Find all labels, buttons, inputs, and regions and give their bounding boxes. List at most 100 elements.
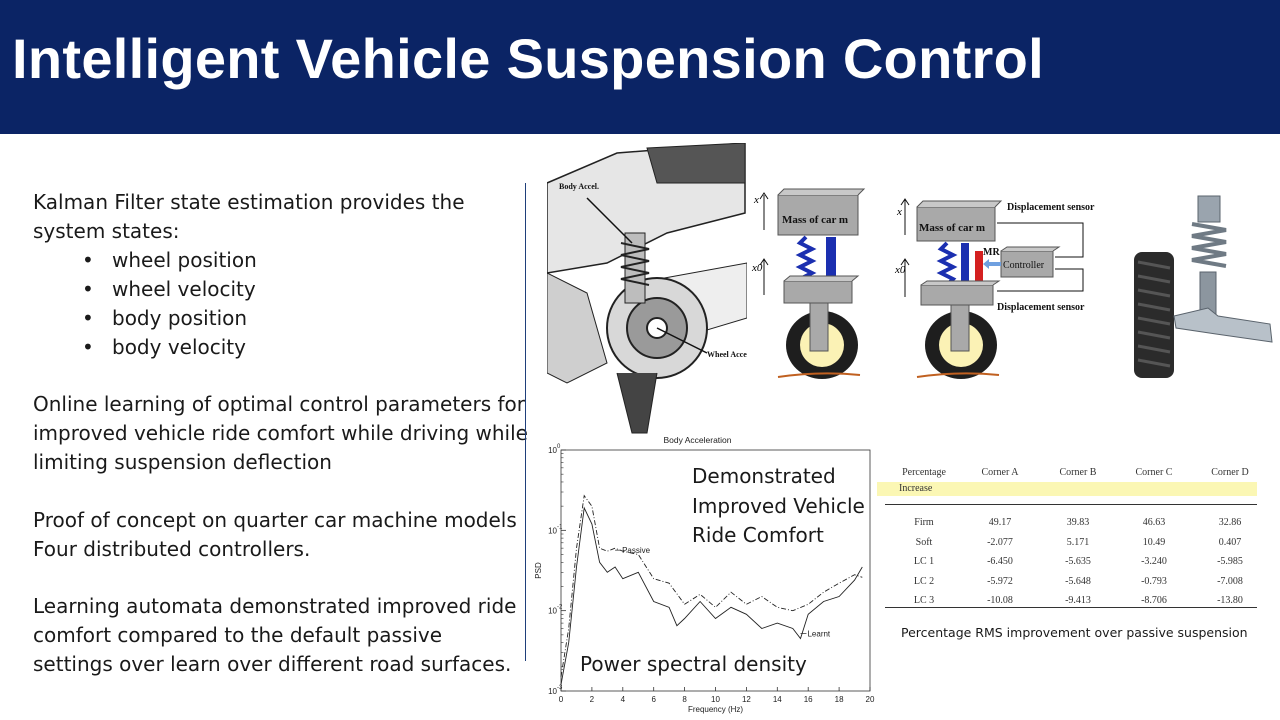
table-row: LC 3 -10.08 -9.413 -8.706 -13.80 [885, 592, 1257, 611]
x0-label: x0 [751, 262, 763, 274]
bullet-dot-icon: • [82, 335, 94, 359]
x0-label: x0 [894, 264, 906, 276]
bullet-label: wheel position [112, 248, 257, 272]
value-cell: 39.83 [1066, 517, 1090, 528]
bullet-item: • wheel position [82, 246, 257, 275]
table-row: Soft -2.077 5.171 10.49 0.407 [885, 534, 1257, 553]
x-tick-label: 20 [866, 695, 875, 704]
state-bullet-list: • wheel position •wheel velocity • body po… [82, 246, 257, 362]
value-cell: -5.972 [987, 575, 1013, 587]
x-tick-label: 16 [804, 695, 813, 704]
table-row: LC 1-6.450-5.635-3.240-5.985 [885, 553, 1257, 572]
value-cell: -5.985 [1217, 556, 1243, 567]
header-cell: Corner B [1059, 467, 1097, 478]
x-tick-label: 6 [651, 695, 656, 704]
value-cell: -6.450 [987, 556, 1013, 567]
row-label-cell: LC 3 [913, 595, 935, 606]
value-cell: 46.63 [1142, 517, 1166, 528]
annotation-line: Demonstrated [692, 464, 836, 488]
value-cell: 49.17 [988, 517, 1012, 528]
x-label: x [753, 194, 759, 206]
y-tick-label: 10 [548, 607, 557, 616]
series-label-learnt: Learnt [807, 630, 830, 639]
body-accel-label: Body Accel. [559, 182, 599, 191]
online-learning-paragraph: Online learning of optimal control param… [33, 392, 528, 474]
value-cell: -8.706 [1141, 595, 1167, 606]
value-cell: -5.648 [1065, 575, 1091, 587]
bullet-label: body position [112, 306, 248, 330]
header-cell: Corner C [1135, 467, 1173, 478]
x-tick-label: 14 [773, 695, 782, 704]
quarter-car-passive-diagram: x x0 Mass of car m [751, 188, 866, 379]
value-cell: -7.008 [1217, 575, 1243, 587]
mass-label: Mass of car m [782, 214, 848, 226]
value-cell: -9.413 [1065, 595, 1091, 606]
y-tick-label: 10 [548, 526, 557, 535]
x-tick-label: 8 [682, 695, 687, 704]
row-label-cell: LC 2 [913, 575, 935, 587]
value-cell: 32.86 [1218, 517, 1242, 528]
bullet-item: • body velocity [82, 333, 257, 362]
value-cell: -10.08 [987, 595, 1013, 606]
annotation-line: Ride Comfort [692, 523, 824, 547]
series-label-passive: Passive [622, 546, 651, 555]
wheel-accel-label: Wheel Accel. [707, 350, 747, 359]
plot-area [560, 449, 871, 692]
bullet-item: • body position [82, 304, 257, 333]
car-cutaway-illustration: Body Accel. Wheel Accel. [547, 143, 747, 435]
y-tick-exponent: -2 [557, 605, 563, 611]
slide-title: Intelligent Vehicle Suspension Control [12, 27, 1044, 90]
column-divider [525, 183, 526, 661]
table-header-row: Percentage Corner A Corner B Corner C Co… [885, 464, 1257, 483]
learning-automata-paragraph: Learning automata demonstrated improved … [33, 594, 517, 676]
series-line-learnt [560, 506, 863, 685]
value-cell: -2.077 [987, 536, 1013, 548]
y-tick-exponent: -1 [557, 524, 563, 530]
bullet-item: •wheel velocity [82, 275, 257, 304]
value-cell: 10.49 [1142, 536, 1166, 548]
x-tick-label: 12 [742, 695, 751, 704]
value-cell: 0.407 [1218, 536, 1242, 548]
table-rule [885, 504, 1257, 505]
value-cell: -13.80 [1217, 595, 1243, 606]
chart-annotation: Demonstrated Improved Vehicle Ride Comfo… [692, 462, 865, 551]
row-label-cell: LC 1 [913, 556, 935, 567]
subheader-cell: Increase [899, 483, 933, 494]
y-tick-exponent: 0 [557, 444, 561, 450]
table-caption: Percentage RMS improvement over passive … [901, 625, 1248, 640]
value-cell: 5.171 [1066, 536, 1090, 548]
x-tick-label: 4 [621, 695, 626, 704]
title-bar [0, 0, 1280, 134]
x-tick-label: 10 [711, 695, 720, 704]
value-cell: -5.635 [1065, 556, 1091, 567]
table-rule [885, 607, 1257, 608]
bullet-label: body velocity [112, 335, 246, 359]
x-axis-label: Frequency (Hz) [688, 705, 743, 714]
controller-label: Controller [1003, 260, 1045, 271]
series-line-passive [560, 494, 863, 677]
header-cell: Corner D [1211, 467, 1249, 478]
y-axis-label: PSD [534, 562, 543, 579]
chart-title: Body Acceleration [663, 435, 731, 445]
value-cell: -0.793 [1141, 575, 1167, 587]
header-cell: Percentage [902, 467, 946, 478]
suspension-strut-illustration [1134, 195, 1273, 378]
row-label-cell: Firm [914, 517, 934, 528]
displacement-sensor-bottom-label: Displacement sensor [997, 302, 1085, 313]
bullet-dot-icon: • [82, 306, 94, 330]
x-tick-label: 2 [590, 695, 595, 704]
table-row: LC 2 -5.972 -5.648 -0.793 -7.008 [885, 573, 1257, 592]
bullet-dot-icon: • [82, 277, 94, 301]
x-tick-label: 0 [559, 695, 564, 704]
psd-caption: Power spectral density [580, 652, 807, 676]
quarter-car-controlled-diagram: x x0 Mass of car m Displacement sensor M… [894, 198, 1095, 379]
table-highlight-row: Increase [877, 482, 1257, 496]
table-row: Firm 49.17 39.83 46.63 32.86 [885, 514, 1257, 533]
bullet-dot-icon: • [82, 248, 94, 272]
y-tick-exponent: -3 [557, 685, 563, 691]
header-cell: Corner A [981, 467, 1019, 478]
row-label-cell: Soft [915, 536, 933, 548]
x-tick-label: 18 [835, 695, 844, 704]
displacement-sensor-top-label: Displacement sensor [1007, 202, 1095, 213]
